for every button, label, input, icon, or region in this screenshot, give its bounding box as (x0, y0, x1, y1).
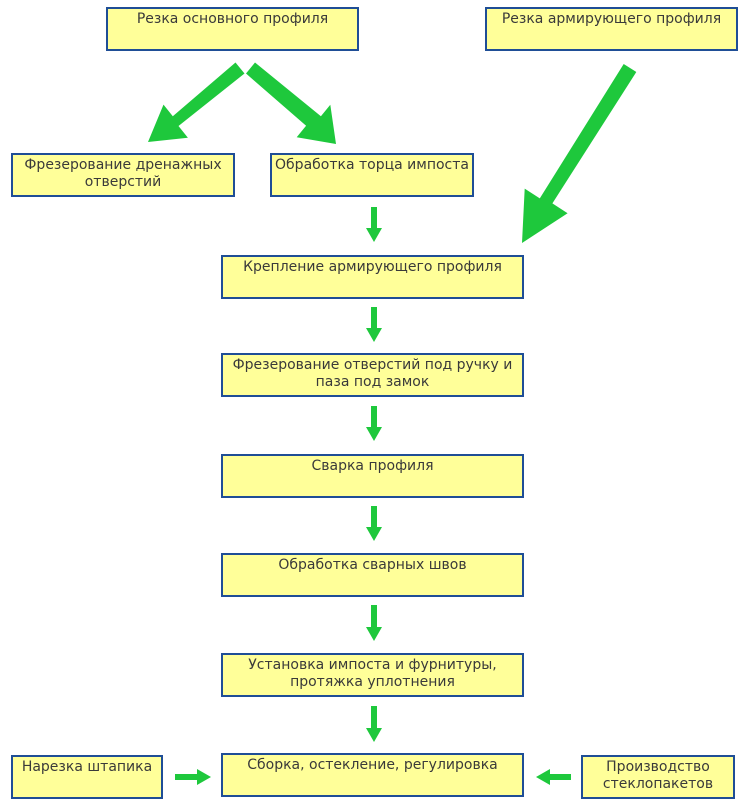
box-install-impost-fittings: Установка импоста и фурнитуры, протяжка … (221, 653, 524, 697)
box-weld-profile: Сварка профиля (221, 454, 524, 498)
box-glass-unit-production: Производство стеклопакетов (581, 755, 735, 799)
arrow-install-to-assembly (366, 706, 382, 742)
arrow-cut-reinforce-to-attach (522, 64, 637, 243)
arrow-cut-main-to-impost-end (246, 62, 336, 144)
arrow-seams-to-install (366, 605, 382, 641)
arrow-attach-to-mill-handle (366, 307, 382, 342)
box-cut-main-profile: Резка основного профиля (106, 7, 359, 51)
arrow-mill-handle-to-weld (366, 406, 382, 441)
box-mill-drain-holes: Фрезерование дренажных отверстий (11, 153, 235, 197)
box-bead-cutting: Нарезка штапика (11, 755, 163, 799)
box-weld-seams-processing: Обработка сварных швов (221, 553, 524, 597)
arrow-cut-main-to-mill-drain (148, 62, 245, 142)
box-assembly-glazing-adjust: Сборка, остекление, регулировка (221, 753, 524, 797)
box-attach-reinforcing-profile: Крепление армирующего профиля (221, 255, 524, 299)
arrow-bead-to-assembly (175, 769, 211, 785)
arrow-glass-to-assembly (536, 769, 571, 785)
box-impost-end-processing: Обработка торца импоста (270, 153, 474, 197)
arrow-weld-to-seams (366, 506, 382, 541)
arrow-impost-to-attach (366, 207, 382, 242)
box-mill-handle-lock: Фрезерование отверстий под ручку и паза … (221, 353, 524, 397)
box-cut-reinforcing-profile: Резка армирующего профиля (485, 7, 738, 51)
